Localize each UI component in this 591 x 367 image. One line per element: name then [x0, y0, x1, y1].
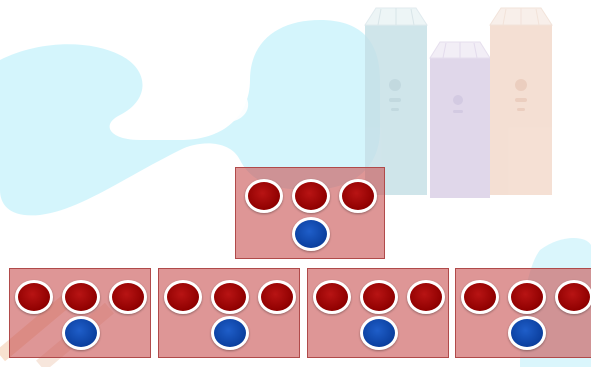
blue-counter: [292, 217, 330, 251]
blue-counter: [508, 316, 546, 350]
peach-cylinder: [490, 8, 552, 195]
blue-counter: [360, 316, 398, 350]
red-counter: [15, 280, 53, 314]
red-counter: [292, 179, 330, 213]
red-counter: [211, 280, 249, 314]
red-counter: [109, 280, 147, 314]
red-counter: [339, 179, 377, 213]
red-counter: [258, 280, 296, 314]
blue-counter: [62, 316, 100, 350]
purple-cylinder: [430, 42, 490, 198]
counter-card: [235, 167, 385, 259]
red-counter: [555, 280, 591, 314]
counter-card: [307, 268, 449, 358]
red-counter: [360, 280, 398, 314]
red-counter: [461, 280, 499, 314]
red-counter: [313, 280, 351, 314]
blue-counter: [211, 316, 249, 350]
red-counter: [62, 280, 100, 314]
swirl-inner: [170, 76, 248, 122]
red-counter: [164, 280, 202, 314]
counter-card: [455, 268, 591, 358]
counter-card: [158, 268, 300, 358]
red-counter: [508, 280, 546, 314]
red-counter: [245, 179, 283, 213]
red-counter: [407, 280, 445, 314]
counter-card: [9, 268, 151, 358]
cylinder-group: [365, 8, 552, 198]
